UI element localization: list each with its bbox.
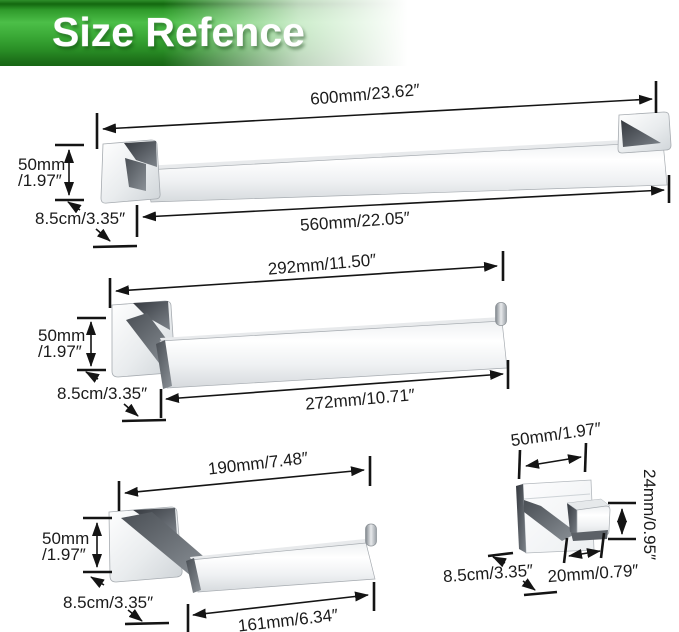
header-banner: Size Refence (0, 0, 679, 66)
toilet-paper-holder-depth-label: 8.5cm/3.35″ (63, 593, 154, 612)
towel-bar-long-dimensions (55, 81, 671, 249)
towel-bar-long-drawing (100, 111, 672, 204)
toilet-paper-holder-drawing (108, 506, 377, 593)
towel-bar-short-depth-label: 8.5cm/3.35″ (57, 384, 148, 403)
toilet-paper-holder-height-label: 50mm/1.97″ (42, 529, 90, 564)
towel-bar-long-depth-label: 8.5cm/3.35″ (35, 209, 126, 228)
toilet-paper-holder-dimensions (83, 456, 376, 632)
towel-bar-long-height-label: 50mm/1.97″ (18, 155, 66, 190)
robe-hook-height-label: 24mm/0.95″ (640, 469, 659, 561)
robe-hook-drawing (516, 479, 611, 554)
page-title: Size Refence (52, 9, 305, 55)
robe-hook-dimensions (487, 442, 636, 597)
towel-bar-short-dimensions (77, 251, 510, 423)
towel-bar-short-height-label: 50mm/1.97″ (38, 326, 86, 361)
towel-bar-short-drawing (111, 300, 508, 389)
